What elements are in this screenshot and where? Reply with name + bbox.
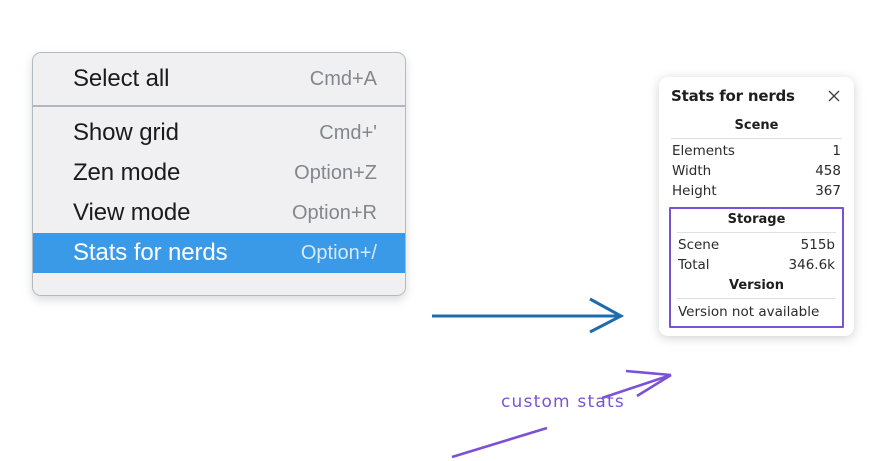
custom-stats-underline [451, 426, 548, 459]
stat-value: 367 [815, 183, 841, 199]
table-row: Elements 1 [671, 141, 842, 161]
version-section-rule [677, 298, 836, 299]
menu-item-label: Stats for nerds [73, 239, 228, 266]
table-row: Width 458 [671, 161, 842, 181]
stat-key: Total [678, 257, 710, 273]
stat-key: Scene [678, 237, 720, 253]
custom-stats-highlight-box: Storage Scene 515b Total 346.6k Version … [669, 207, 844, 328]
scene-section-heading: Scene [734, 118, 779, 133]
close-icon[interactable] [826, 88, 842, 104]
flow-arrow-icon [432, 297, 625, 334]
menu-item-stats-for-nerds[interactable]: Stats for nerds Option+/ [33, 233, 405, 273]
menu-item-label: Zen mode [73, 159, 181, 186]
custom-stats-annotation-label: custom stats [501, 392, 625, 412]
menu-item-view-mode[interactable]: View mode Option+R [33, 193, 405, 233]
menu-item-label: Show grid [73, 119, 179, 146]
menu-item-show-grid[interactable]: Show grid Cmd+' [33, 113, 405, 153]
table-row: Total 346.6k [677, 255, 836, 275]
menu-bottom-padding [33, 273, 405, 295]
stat-key: Width [672, 163, 712, 179]
menu-group-2: Show grid Cmd+' Zen mode Option+Z View m… [33, 107, 405, 273]
menu-item-zen-mode[interactable]: Zen mode Option+Z [33, 153, 405, 193]
version-text: Version not available [678, 304, 820, 320]
stat-value: 1 [832, 143, 841, 159]
stat-key: Height [672, 183, 717, 199]
context-menu[interactable]: Select all Cmd+A Show grid Cmd+' Zen mod… [32, 52, 406, 296]
menu-item-shortcut: Option+Z [294, 161, 377, 184]
table-row: Scene 515b [677, 235, 836, 255]
stats-panel-title: Stats for nerds [671, 87, 795, 105]
storage-section-heading: Storage [727, 212, 786, 227]
stat-key: Elements [672, 143, 735, 159]
menu-item-select-all[interactable]: Select all Cmd+A [33, 59, 405, 99]
menu-item-shortcut: Option+R [291, 201, 377, 224]
table-row: Height 367 [671, 181, 842, 201]
stat-value: 515b [800, 237, 835, 253]
storage-section-rule [677, 232, 836, 233]
version-section-heading: Version [729, 278, 784, 293]
menu-item-shortcut: Cmd+A [309, 67, 377, 90]
stats-panel-header: Stats for nerds [671, 87, 842, 105]
stat-value: 458 [815, 163, 841, 179]
menu-group-1: Select all Cmd+A [33, 53, 405, 105]
stats-for-nerds-panel[interactable]: Stats for nerds Scene Elements 1 Width 4… [659, 77, 854, 336]
scene-section-rule [671, 138, 842, 139]
menu-item-shortcut: Option+/ [300, 241, 377, 264]
menu-item-shortcut: Cmd+' [319, 121, 377, 144]
menu-item-label: View mode [73, 199, 191, 226]
menu-item-label: Select all [73, 65, 170, 92]
stat-value: 346.6k [788, 257, 835, 273]
menu-divider [33, 105, 405, 107]
